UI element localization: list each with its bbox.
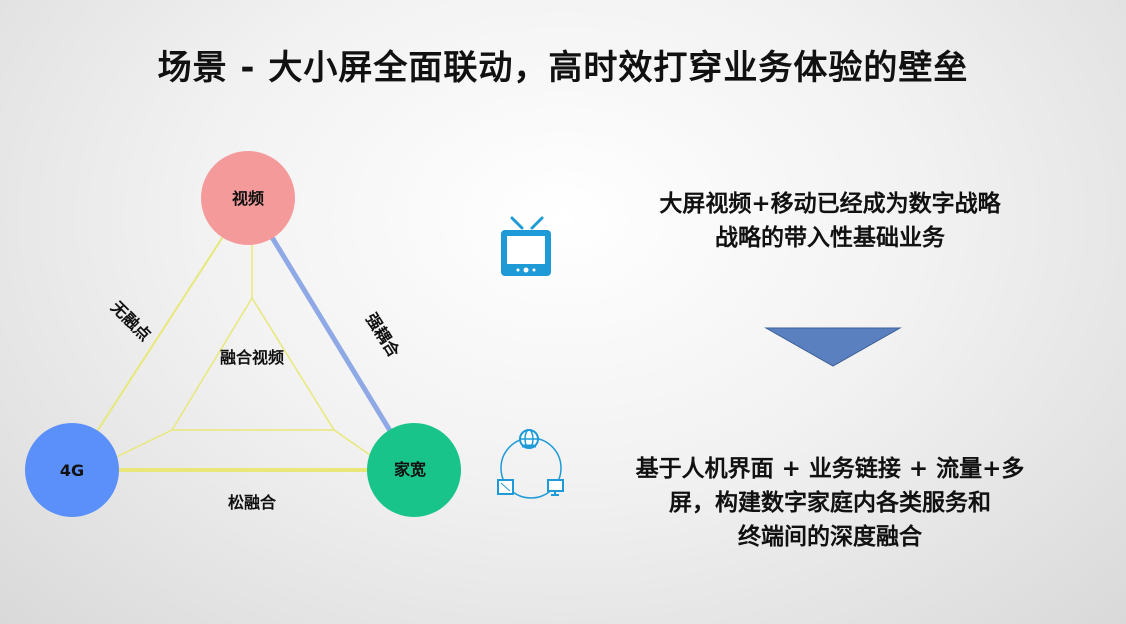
node-broadband: [367, 423, 461, 517]
page-title: 场景 - 大小屏全面联动，高时效打穿业务体验的壁垒: [157, 48, 969, 88]
network-devices-icon: [497, 429, 564, 499]
edge-right-video-broadband: [245, 196, 417, 472]
node-4g: [25, 423, 119, 517]
edge-left-video-4g: [71, 197, 249, 471]
edge-right-label: 强耦合: [362, 310, 404, 362]
statement-top-line1: 大屏视频+移动已经成为数字战略: [659, 191, 1001, 217]
center-label: 融合视频: [220, 348, 284, 367]
statement-top-line2: 战略的带入性基础业务: [715, 225, 945, 251]
inner-triangle: [170, 296, 336, 431]
statement-bottom-line1: 基于人机界面 + 业务链接 + 流量+多: [635, 456, 1025, 482]
node-broadband-label: 家宽: [394, 460, 426, 479]
edge-left-label: 无融点: [106, 297, 154, 345]
statement-top: 大屏视频+移动已经成为数字战略 战略的带入性基础业务: [600, 187, 1060, 255]
down-arrow-icon: [764, 327, 902, 367]
tv-icon: [501, 216, 551, 276]
statement-bottom-line2: 屏，构建数字家庭内各类服务和: [669, 490, 991, 516]
node-video: [201, 151, 295, 245]
connector-4g-inner: [109, 429, 173, 461]
statement-bottom: 基于人机界面 + 业务链接 + 流量+多 屏，构建数字家庭内各类服务和 终端间的…: [600, 452, 1060, 554]
statement-bottom-line3: 终端间的深度融合: [738, 524, 922, 550]
node-video-label: 视频: [232, 189, 264, 208]
connector-broadband-inner: [333, 429, 371, 456]
edge-bottom-label: 松融合: [228, 493, 277, 512]
node-4g-label: 4G: [60, 461, 84, 480]
